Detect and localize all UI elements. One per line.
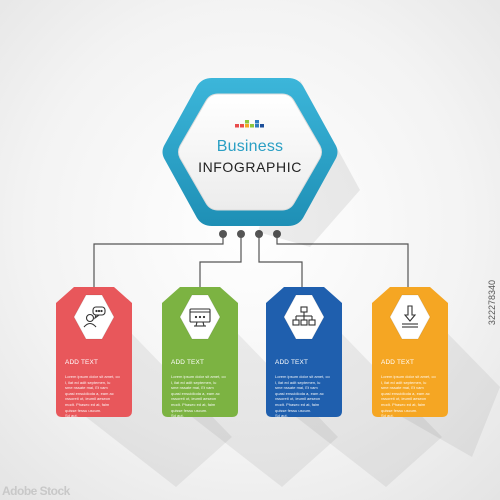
stock-id: 322278340 bbox=[487, 280, 497, 326]
card-3-label: ADD TEXT bbox=[275, 359, 309, 366]
card-1-label: ADD TEXT bbox=[65, 359, 99, 366]
connector-line-2 bbox=[199, 234, 242, 290]
connector-line-3 bbox=[258, 234, 303, 290]
pixel-block bbox=[235, 124, 239, 128]
card-4-shape bbox=[372, 287, 500, 457]
connector-dot-4 bbox=[273, 230, 281, 238]
connector-dot-1 bbox=[219, 230, 227, 238]
card-3-shape bbox=[266, 287, 442, 487]
hub-title: Business bbox=[216, 138, 284, 155]
pixel-logo-icon bbox=[235, 120, 264, 128]
hub-subtitle: INFOGRAPHIC bbox=[198, 159, 302, 175]
stock-logo: Adobe Stock bbox=[2, 484, 70, 498]
pixel-block bbox=[260, 124, 264, 128]
pixel-block bbox=[245, 124, 249, 128]
hub-hexagon: Business INFOGRAPHIC bbox=[160, 72, 360, 247]
monitor-icon bbox=[182, 299, 218, 335]
card-4-label: ADD TEXT bbox=[381, 359, 415, 366]
chat-user-icon bbox=[76, 299, 112, 335]
pixel-block bbox=[255, 120, 259, 124]
connector-dot-2 bbox=[237, 230, 245, 238]
hub-hexagon-shape bbox=[162, 78, 360, 247]
connector-line-4 bbox=[276, 234, 409, 290]
pixel-block bbox=[255, 124, 259, 128]
card-1-shape bbox=[56, 287, 232, 487]
hierarchy-icon bbox=[286, 299, 322, 335]
pixel-block bbox=[250, 124, 254, 128]
connector-line-1 bbox=[93, 234, 224, 290]
download-icon bbox=[392, 299, 428, 335]
pixel-block bbox=[245, 120, 249, 124]
pixel-block bbox=[240, 124, 244, 128]
connector-dot-3 bbox=[255, 230, 263, 238]
card-2-label: ADD TEXT bbox=[171, 359, 205, 366]
